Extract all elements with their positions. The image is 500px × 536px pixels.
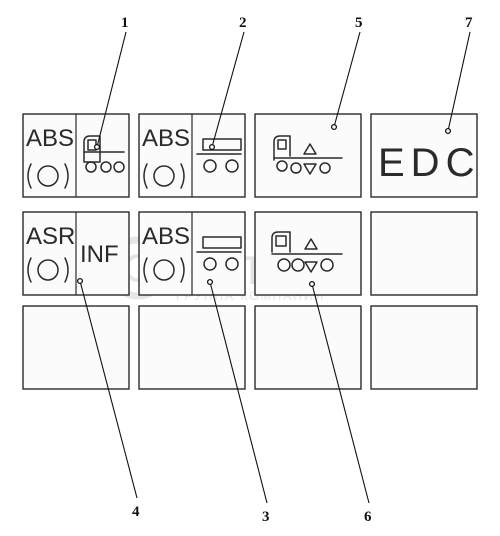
abs-label: ABS [142, 223, 190, 250]
callout-7: 7 [465, 15, 473, 31]
callout-4: 4 [132, 504, 140, 520]
panel-empty [370, 211, 478, 296]
arrow-down-icon [304, 261, 318, 273]
truck-level-icon [271, 231, 343, 273]
edc-label: EDC [378, 141, 480, 185]
panel-truck-level [254, 113, 362, 198]
arrow-up-icon [303, 143, 317, 155]
panel-empty [22, 305, 130, 390]
panel-empty [254, 305, 362, 390]
arrow-up-icon [304, 238, 318, 250]
brake-bracket-icon [27, 163, 69, 189]
brake-circle-icon [153, 165, 175, 187]
abs-label: ABS [26, 125, 74, 152]
brake-bracket-icon [27, 257, 69, 283]
abs-label: ABS [142, 125, 190, 152]
callout-1: 1 [121, 15, 129, 31]
trailer-icon [196, 138, 242, 173]
truck-level-icon [273, 135, 343, 175]
panel-abs-trailer: ABS [138, 113, 246, 198]
callout-6: 6 [364, 509, 372, 525]
trailer-icon [196, 236, 242, 271]
panel-asr-inf: ASR INF [22, 211, 130, 296]
inf-label: INF [80, 241, 119, 268]
brake-circle-icon [37, 259, 59, 281]
panel-edc: EDC [370, 113, 480, 198]
panel-empty [370, 305, 478, 390]
callout-5: 5 [355, 15, 363, 31]
panel-abs-trailer-2: ABS [138, 211, 246, 296]
arrow-down-icon [303, 163, 317, 175]
panel-truck-level-2 [254, 211, 362, 296]
brake-bracket-icon [143, 163, 185, 189]
brake-circle-icon [37, 165, 59, 187]
truck-icon [83, 135, 125, 173]
panel-abs-truck: ABS [22, 113, 130, 198]
panel-empty [138, 305, 246, 390]
callout-leaders [76, 31, 471, 504]
callout-2: 2 [239, 15, 247, 31]
brake-circle-icon [153, 259, 175, 281]
asr-label: ASR [26, 223, 75, 250]
callout-3: 3 [262, 509, 270, 525]
brake-bracket-icon [143, 257, 185, 283]
